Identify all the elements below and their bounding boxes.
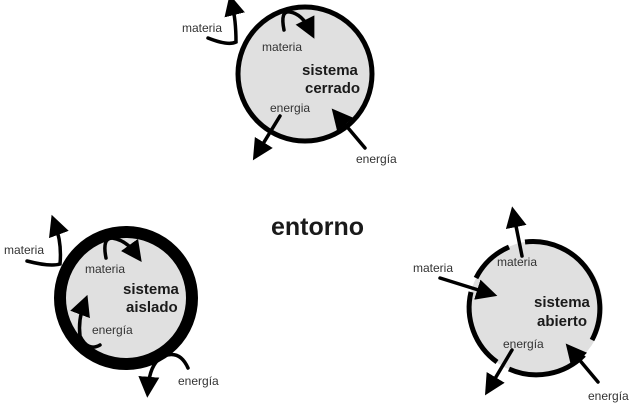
energy-out-arrow (484, 348, 514, 396)
closed-system-boundary (235, 4, 375, 144)
closed-outer-energy-label: energía (356, 152, 397, 166)
open-system-title-line2: abierto (537, 313, 587, 330)
isolated-system-boundary (54, 226, 198, 370)
matter-out-arrow (505, 206, 527, 258)
inner-matter-bounce-arrow (103, 236, 142, 262)
isolated-outer-energy-label: energía (178, 374, 219, 388)
closed-system-title-line1: sistema (302, 62, 359, 79)
outer-energy-bounce-arrow (138, 352, 190, 398)
isolated-system: materia materia sistema aislado energía … (4, 214, 219, 398)
open-system-boundary-segment (473, 244, 511, 280)
inner-matter-bounce-arrow (281, 10, 315, 39)
closed-inner-energy-label: energia (270, 101, 310, 115)
isolated-system-title-line1: sistema (123, 281, 180, 298)
outer-matter-bounce-arrow (25, 214, 69, 267)
closed-system: materia materia sistema cerrado energia … (182, 0, 397, 166)
isolated-inner-energy-label: energía (92, 323, 133, 337)
energy-in-arrow (331, 108, 367, 150)
isolated-system-title-line2: aislado (126, 299, 178, 316)
open-inner-matter-label: materia (497, 255, 537, 269)
inner-energy-bounce-arrow (70, 294, 102, 349)
matter-in-arrow (438, 276, 498, 300)
open-system-title-line1: sistema (534, 294, 591, 311)
open-outer-energy-label: energía (588, 389, 629, 403)
open-inner-energy-label: energía (503, 337, 544, 351)
open-system-boundary-segment (524, 239, 603, 342)
isolated-outer-matter-label: materia (4, 243, 44, 257)
environment-label: entorno (271, 213, 364, 241)
energy-in-arrow (565, 343, 600, 384)
outer-matter-bounce-arrow (206, 0, 245, 46)
closed-outer-matter-label: materia (182, 21, 222, 35)
closed-inner-matter-label: materia (262, 40, 302, 54)
open-system: materia materia sistema abierto energía … (413, 206, 629, 403)
open-system-boundary-segment (466, 291, 499, 365)
isolated-inner-matter-label: materia (85, 262, 125, 276)
open-outer-matter-label: materia (413, 261, 453, 275)
open-system-fill (469, 241, 603, 375)
energy-out-arrow (252, 114, 282, 161)
closed-system-title-line2: cerrado (305, 80, 360, 97)
